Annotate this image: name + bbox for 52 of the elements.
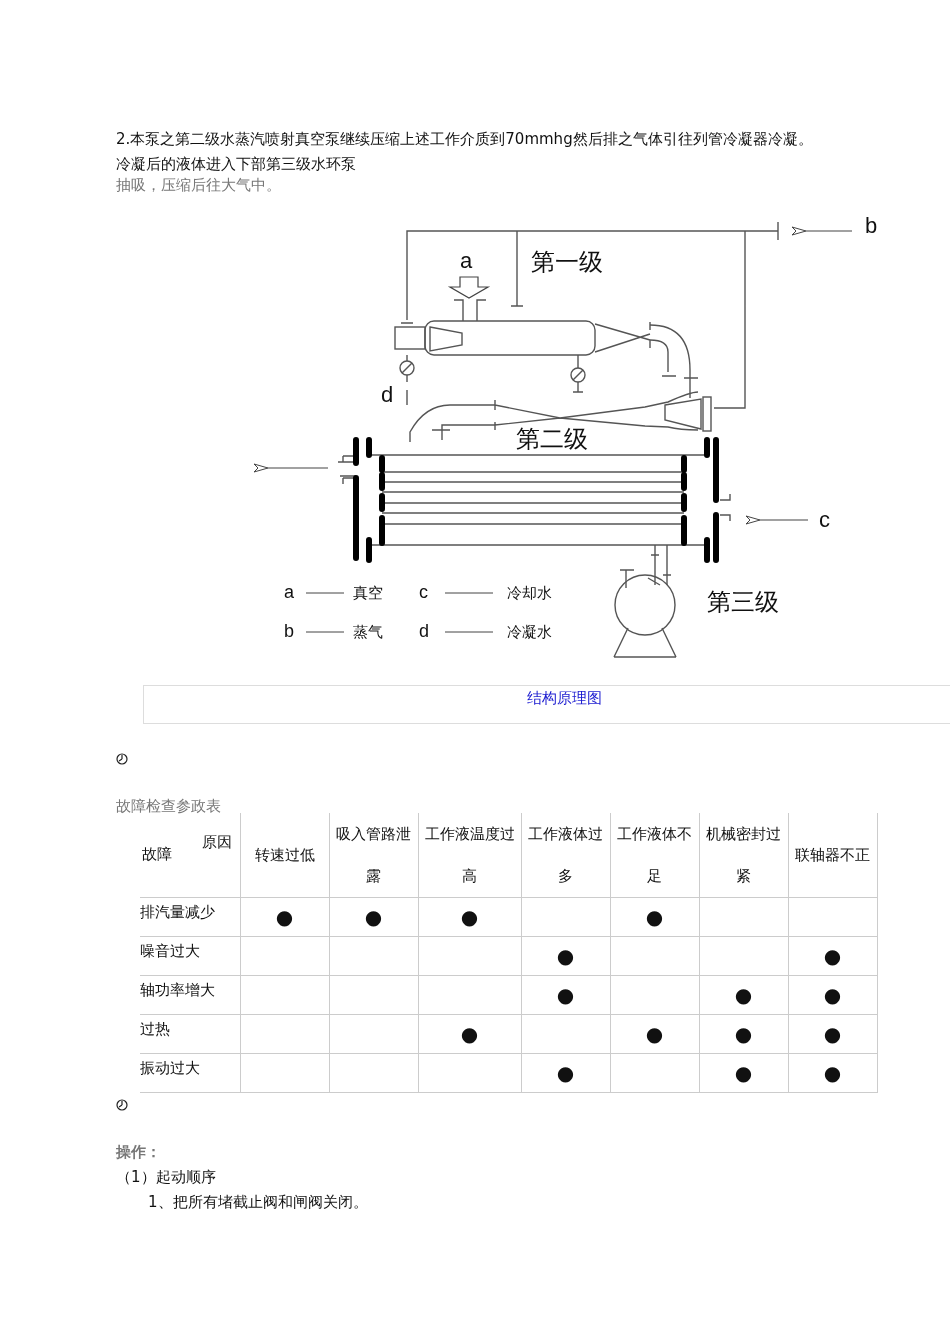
check-mark-cell: ● bbox=[610, 897, 699, 937]
callout-letter: a bbox=[460, 248, 473, 274]
check-mark-cell: ● bbox=[788, 1053, 877, 1093]
check-mark-cell: ● bbox=[610, 1014, 699, 1054]
check-mark-cell: ● bbox=[240, 897, 329, 937]
key-letter: a bbox=[284, 582, 294, 603]
check-mark-cell: ● bbox=[699, 975, 788, 1015]
row-header: 噪音过大 bbox=[140, 936, 240, 976]
column-header: 工作液温度过高 bbox=[418, 813, 521, 898]
section-heading: 操作： bbox=[116, 1143, 161, 1162]
check-mark-cell: ● bbox=[788, 975, 877, 1015]
stage-label: 第三级 bbox=[707, 587, 779, 618]
check-mark-cell: ● bbox=[418, 897, 521, 937]
paragraph: 抽吸，压缩后往大气中。 bbox=[116, 176, 281, 195]
list-item: 1、把所有堵截止阀和闸阀关闭。 bbox=[148, 1193, 368, 1212]
paragraph: 2.本泵之第二级水蒸汽喷射真空泵继续压缩上述工作介质到70mmhg然后排之气体引往列管冷凝器冷凝。冷凝后的液体进入下部第三级水环泵 bbox=[116, 129, 814, 175]
callout-letter: d bbox=[381, 382, 394, 408]
check-mark-cell: ● bbox=[521, 936, 610, 976]
key-letter: d bbox=[419, 621, 429, 642]
check-mark-cell: ● bbox=[788, 1014, 877, 1054]
column-axis-header: 原因 bbox=[202, 833, 232, 851]
callout-letter: b bbox=[865, 213, 878, 239]
column-header: 转速过低 bbox=[240, 813, 329, 898]
column-header: 联轴器不正 bbox=[788, 813, 877, 898]
table-title: 故障检查参政表 bbox=[116, 797, 221, 816]
key-text: 冷凝水 bbox=[507, 623, 552, 642]
caption: 结构原理图 bbox=[527, 689, 602, 708]
column-header: 工作液体过多 bbox=[521, 813, 610, 898]
check-mark-cell: ● bbox=[418, 1014, 521, 1054]
stage-label: 第二级 bbox=[516, 424, 588, 455]
key-letter: c bbox=[419, 582, 428, 603]
check-mark-cell: ● bbox=[699, 1053, 788, 1093]
column-header: 机械密封过紧 bbox=[699, 813, 788, 898]
row-header: 过热 bbox=[140, 1014, 240, 1054]
row-header: 排汽量减少 bbox=[140, 897, 240, 937]
check-mark-cell: ● bbox=[521, 975, 610, 1015]
check-mark-cell: ● bbox=[329, 897, 418, 937]
key-text: 蒸气 bbox=[353, 623, 383, 642]
column-header: 吸入管路泄露 bbox=[329, 813, 418, 898]
check-mark-cell: ● bbox=[699, 1014, 788, 1054]
row-header: 轴功率增大 bbox=[140, 975, 240, 1015]
column-header: 工作液体不足 bbox=[610, 813, 699, 898]
list-heading: （1）起动顺序 bbox=[116, 1168, 216, 1187]
check-mark-cell: ● bbox=[521, 1053, 610, 1093]
row-axis-header: 故障 bbox=[142, 845, 172, 863]
check-mark-cell: ● bbox=[788, 936, 877, 976]
row-header: 振动过大 bbox=[140, 1053, 240, 1093]
stage-label: 第一级 bbox=[531, 247, 603, 278]
callout-letter: c bbox=[819, 507, 830, 533]
key-text: 真空 bbox=[353, 584, 383, 603]
key-letter: b bbox=[284, 621, 294, 642]
key-text: 冷却水 bbox=[507, 584, 552, 603]
